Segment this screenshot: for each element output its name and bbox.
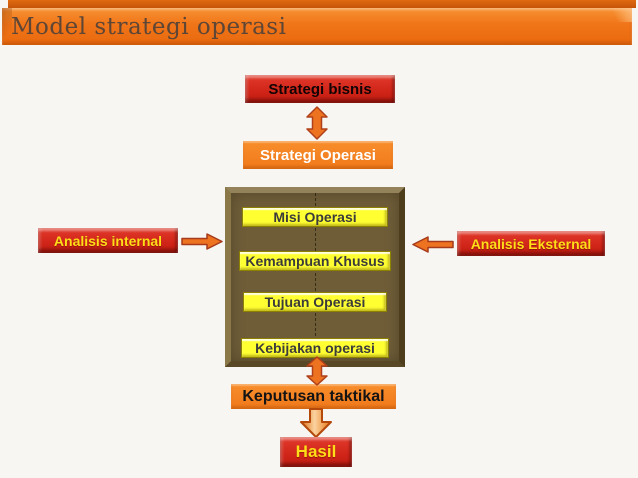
misi-operasi-box: Misi Operasi <box>242 207 388 227</box>
up-down-arrow-icon <box>305 106 329 140</box>
kemampuan-khusus-box: Kemampuan Khusus <box>239 251 391 271</box>
strategi-bisnis-box: Strategi bisnis <box>245 75 395 103</box>
tujuan-operasi-box: Tujuan Operasi <box>243 292 387 312</box>
strategi-operasi-label: Strategi Operasi <box>260 146 376 164</box>
up-down-arrow-icon <box>305 356 329 386</box>
dashed-connector-line <box>315 193 316 361</box>
analisis-eksternal-box: Analisis Eksternal <box>457 231 605 256</box>
kemampuan-khusus-label: Kemampuan Khusus <box>245 253 385 269</box>
hasil-label: Hasil <box>295 442 337 461</box>
kebijakan-operasi-label: Kebijakan operasi <box>255 340 375 356</box>
down-arrow-icon <box>299 408 333 438</box>
strategi-bisnis-label: Strategi bisnis <box>268 80 372 98</box>
operations-strategy-container: Misi Operasi Kemampuan Khusus Tujuan Ope… <box>225 187 405 367</box>
hasil-box: Hasil <box>280 437 352 467</box>
analisis-internal-box: Analisis internal <box>38 228 178 253</box>
kebijakan-operasi-box: Kebijakan operasi <box>241 338 389 358</box>
misi-operasi-label: Misi Operasi <box>273 209 357 225</box>
tujuan-operasi-label: Tujuan Operasi <box>264 294 366 310</box>
title-bar: Model strategi operasi <box>2 8 632 45</box>
header-top-strip <box>8 0 636 8</box>
right-arrow-icon <box>181 233 223 250</box>
page-title: Model strategi operasi <box>11 14 287 40</box>
keputusan-taktikal-label: Keputusan taktikal <box>242 387 385 405</box>
left-arrow-icon <box>412 236 454 253</box>
analisis-internal-label: Analisis internal <box>53 232 163 249</box>
analisis-eksternal-label: Analisis Eksternal <box>470 235 592 252</box>
keputusan-taktikal-box: Keputusan taktikal <box>231 384 396 409</box>
strategi-operasi-box: Strategi Operasi <box>243 141 393 169</box>
